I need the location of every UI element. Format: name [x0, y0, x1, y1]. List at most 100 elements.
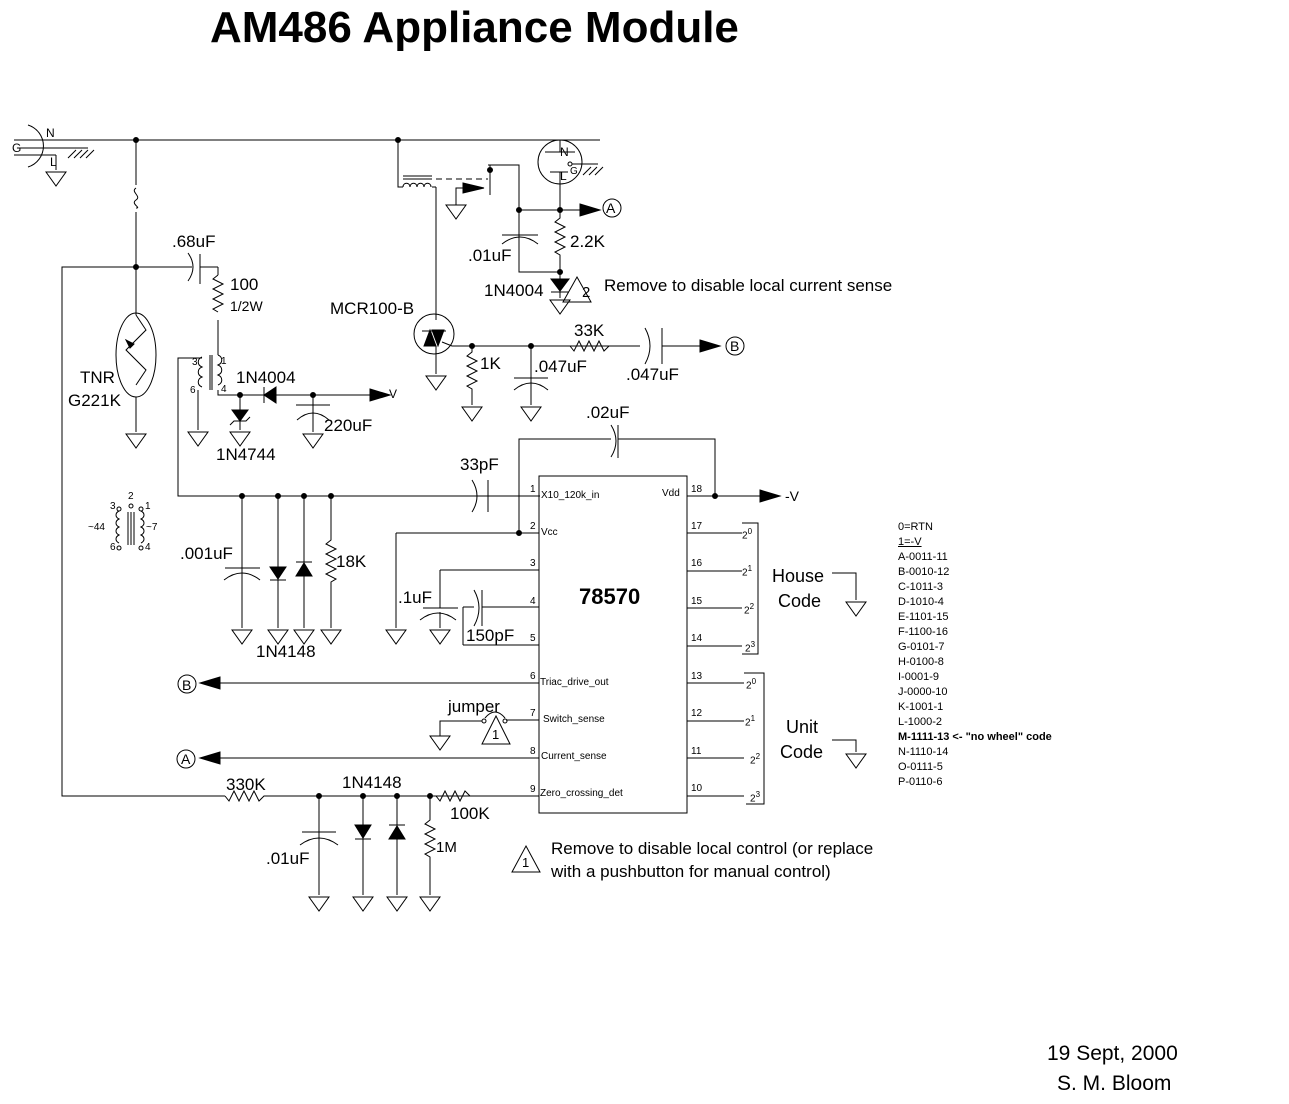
- code-table: 0=RTN 1=-V A-0011-11 B-0010-12 C-1011-3 …: [898, 520, 1052, 790]
- code-header-0: 0=RTN: [898, 521, 933, 533]
- label-c-01uf-bottom: .01uF: [266, 849, 310, 868]
- label-r-1m: 1M: [436, 839, 457, 856]
- ic-pin-7-num: 7: [530, 708, 536, 719]
- jumper: [429, 711, 511, 751]
- house-bit-0: 20: [742, 527, 753, 542]
- label-scr: MCR100-B: [330, 299, 415, 318]
- label-d-1n4148-a: 1N4148: [256, 642, 316, 661]
- ic-pin-4-num: 4: [530, 596, 536, 607]
- unit-bit-1: 21: [745, 714, 756, 729]
- house-code-label-1: House: [772, 566, 825, 586]
- ic-pin-7-name: Switch_sense: [543, 714, 605, 725]
- output-plug: [398, 139, 604, 210]
- label-c-0001uf: .001uF: [180, 544, 233, 563]
- ic-pin-8-num: 8: [530, 746, 536, 757]
- ic-pin-17-num: 17: [691, 521, 703, 532]
- label-c-33pf: 33pF: [460, 455, 499, 474]
- label-r-100: 100: [230, 275, 259, 294]
- unit-bit-3: 23: [750, 790, 761, 805]
- ic-pin-10-num: 10: [691, 783, 703, 794]
- wire: [61, 266, 225, 797]
- node-b-bottom-label: B: [182, 677, 192, 693]
- capacitor-068uf: [136, 252, 225, 355]
- ic-pin-6-name: Triac_drive_out: [540, 677, 609, 688]
- code-row: P-0110-6: [898, 776, 943, 788]
- label-r-1k: 1K: [480, 354, 501, 373]
- label-c-220uf: 220uF: [324, 416, 373, 435]
- capacitor-047uf-b: [644, 327, 721, 365]
- node-a-top: [602, 198, 622, 218]
- note-2-text: Remove to disable local current sense: [604, 276, 893, 295]
- note-1-line-2: with a pushbutton for manual control): [551, 862, 831, 881]
- code-row: C-1011-3: [898, 581, 944, 593]
- zener-1n4744: [229, 395, 251, 447]
- note-2-number: 2: [582, 284, 591, 301]
- label-r-100k: 100K: [450, 804, 490, 823]
- label-tnr: TNR: [80, 368, 115, 387]
- unit-bit-2: 22: [750, 752, 761, 767]
- label-c-150pf: 150pF: [466, 626, 515, 645]
- diode-1n4004-b: [549, 272, 571, 315]
- label-d-1n4004-b: 1N4004: [484, 281, 544, 300]
- filter-network-a: [223, 493, 342, 645]
- ic-pin-9-num: 9: [530, 784, 536, 795]
- label-r-18k: 18K: [336, 552, 367, 571]
- label-c-068uf: .68uF: [172, 232, 216, 251]
- node-b-top-label: B: [730, 338, 740, 354]
- code-row: D-1010-4: [898, 596, 944, 608]
- unit-code-label-1: Unit: [786, 717, 819, 737]
- label-neg-v-a: -V: [385, 387, 397, 401]
- code-row: F-1100-16: [898, 626, 948, 638]
- ic-pin-6-num: 6: [530, 671, 536, 682]
- capacitor-02uf: [516, 424, 718, 536]
- legend-left-ratio: ~44: [88, 522, 105, 533]
- ic-pin-1-name: X10_120k_in: [541, 490, 600, 501]
- node-a-bottom-label: A: [181, 751, 191, 767]
- code-row: N-1110-14: [898, 746, 949, 758]
- plug-out-n: N: [560, 145, 569, 159]
- xfmr-pin-6: 6: [190, 385, 196, 396]
- code-row: O-0111-5: [898, 761, 943, 773]
- ic-right-pins: [687, 495, 867, 805]
- code-row: B-0010-12: [898, 566, 950, 578]
- resistor-2-2k: [553, 210, 567, 275]
- house-bit-1: 21: [742, 564, 753, 579]
- capacitor-01uf-top: [501, 210, 539, 272]
- resistor-33k: [569, 339, 632, 353]
- capacitor-047uf-a: [513, 343, 549, 422]
- note-1-number: 1: [522, 855, 530, 870]
- scr-mcr100b: [413, 313, 640, 391]
- resistor-1k: [461, 343, 483, 422]
- legend-right-ratio: ~7: [146, 522, 158, 533]
- code-row: E-1101-15: [898, 611, 949, 623]
- capacitor-220uf: [296, 395, 330, 449]
- ic-pin-11-num: 11: [691, 746, 702, 757]
- legend-pin-6: 6: [110, 542, 116, 553]
- code-row-highlight: M-1111-13 <- "no wheel" code: [898, 731, 1052, 743]
- ic-pin-15-num: 15: [691, 596, 703, 607]
- note-1-line-1: Remove to disable local control (or repl…: [551, 839, 874, 858]
- label-tnr-part: G221K: [68, 391, 121, 410]
- label-c-047uf-b: .047uF: [626, 365, 679, 384]
- ic-pin-5-num: 5: [530, 633, 536, 644]
- ic-pin-18-name: Vdd: [662, 488, 680, 499]
- ic-pin-14-num: 14: [691, 633, 703, 644]
- legend-pin-3: 3: [110, 501, 116, 512]
- plug-in-n: N: [46, 126, 55, 140]
- ic-pin-1-num: 1: [530, 484, 536, 495]
- input-plug: [14, 124, 600, 187]
- label-d-1n4004-a: 1N4004: [236, 368, 296, 387]
- code-row: I-0001-9: [898, 671, 939, 683]
- unit-code-label-2: Code: [780, 742, 824, 762]
- jumper-note-number: 1: [492, 727, 500, 742]
- node-b-bottom: [177, 674, 197, 694]
- code-row: H-0100-8: [898, 656, 944, 668]
- label-jumper: jumper: [448, 697, 500, 716]
- ic-pin-2-name: Vcc: [541, 527, 558, 538]
- label-zener-1n4744: 1N4744: [216, 445, 276, 464]
- note-2-marker: [562, 275, 592, 303]
- label-c-01uf: .1uF: [398, 588, 433, 607]
- ic-pin-2-num: 2: [530, 521, 536, 532]
- ic-pin-8-name: Current_sense: [541, 751, 607, 762]
- node-b-top: [725, 336, 745, 356]
